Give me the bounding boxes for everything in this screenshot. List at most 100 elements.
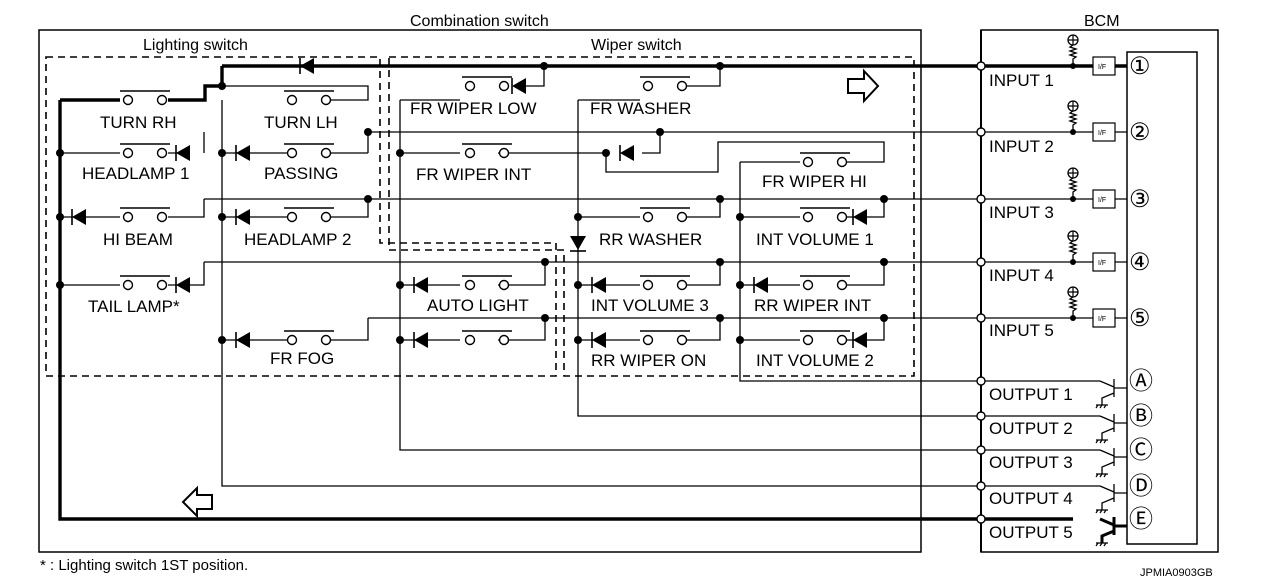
- diode-icon: [619, 145, 634, 161]
- bcm-input-5-label: INPUT 5: [989, 321, 1054, 340]
- switch-contact: [120, 275, 170, 291]
- terminal-5: ⑤: [1129, 305, 1151, 332]
- interface-label-5: I/F: [1098, 316, 1106, 323]
- interface-blocks: [1092, 56, 1116, 328]
- terminal-2: ②: [1129, 119, 1151, 146]
- switch-label-turn-rh: TURN RH: [100, 113, 177, 132]
- bcm-output-4-label: OUTPUT 4: [989, 489, 1073, 508]
- switch-contact: [640, 207, 690, 223]
- footnote: * : Lighting switch 1ST position.: [40, 557, 248, 574]
- switch-label-headlamp-1: HEADLAMP 1: [82, 164, 189, 183]
- pull-up-resistor: [1067, 100, 1079, 132]
- diode-icon: [235, 332, 250, 348]
- switch-contact: [284, 207, 334, 223]
- combination-switch-title: Combination switch: [410, 13, 549, 30]
- ground-icon: [1095, 404, 1108, 409]
- terminal-e: Ⓔ: [1129, 506, 1153, 533]
- switch-label-headlamp-2: HEADLAMP 2: [244, 230, 351, 249]
- output-transistor: [1095, 414, 1127, 444]
- switch-label-fr-fog: FR FOG: [270, 349, 334, 368]
- terminal-3: ③: [1129, 186, 1151, 213]
- switch-contact: [800, 275, 850, 291]
- thin-wires: [60, 66, 1127, 487]
- switch-contact: [462, 76, 512, 92]
- interface-label-1: I/F: [1098, 64, 1106, 71]
- pull-up-resistor: [1067, 286, 1079, 318]
- switch-contact: [120, 143, 170, 159]
- lighting-switch-outline: [45, 56, 557, 377]
- diodes: [71, 58, 867, 348]
- bcm-input-3-label: INPUT 3: [989, 203, 1054, 222]
- switch-label-fr-wiper-hi: FR WIPER HI: [762, 172, 867, 191]
- switch-contact: [284, 143, 334, 159]
- switch-label-hi-beam: HI BEAM: [103, 230, 173, 249]
- wiper-switch-outline: [388, 56, 915, 377]
- terminal-c: Ⓒ: [1129, 437, 1153, 464]
- switch-label-turn-lh: TURN LH: [264, 113, 338, 132]
- diode-icon: [175, 145, 190, 161]
- interface-label-2: I/F: [1098, 130, 1106, 137]
- diode-icon: [235, 145, 250, 161]
- bcm-output-3-label: OUTPUT 3: [989, 453, 1073, 472]
- input1-wire: [168, 64, 1073, 102]
- combination-switch-box: [38, 29, 922, 553]
- switch-label-rr-wiper-int: RR WIPER INT: [754, 296, 871, 315]
- figure-code: JPMIA0903GB: [1140, 567, 1213, 579]
- bcm-input-4-label: INPUT 4: [989, 266, 1054, 285]
- output5-wire: [58, 98, 1073, 521]
- bcm-output-2-label: OUTPUT 2: [989, 419, 1073, 438]
- diode-icon: [175, 277, 190, 293]
- ground-icon: [1095, 542, 1108, 547]
- switch-contact: [462, 330, 512, 346]
- pull-up-resistor: [1067, 230, 1079, 262]
- output-transistor: [1095, 448, 1127, 478]
- terminal-a: Ⓐ: [1129, 368, 1153, 395]
- arrow-right-outline-icon: [847, 68, 880, 104]
- bcm-input-2-label: INPUT 2: [989, 137, 1054, 156]
- switch-label-passing: PASSING: [264, 164, 338, 183]
- switch-label-int-volume-2: INT VOLUME 2: [756, 351, 874, 370]
- bcm-input-1-label: INPUT 1: [989, 71, 1054, 90]
- diode-icon: [299, 58, 314, 74]
- diode-icon: [511, 78, 526, 94]
- switch-label-fr-wiper-int: FR WIPER INT: [416, 165, 531, 184]
- switch-label-int-volume-3: INT VOLUME 3: [591, 296, 709, 315]
- diode-icon: [71, 209, 86, 225]
- diode-icon: [235, 209, 250, 225]
- wiper-switch-title: Wiper switch: [591, 37, 682, 54]
- switch-label-fr-wiper-low: FR WIPER LOW: [410, 99, 537, 118]
- switch-contact: [640, 275, 690, 291]
- output-transistor: [1095, 484, 1127, 514]
- switch-contact: [800, 330, 850, 346]
- bcm-output-5-label: OUTPUT 5: [989, 523, 1073, 542]
- switch-contact: [800, 207, 850, 223]
- diode-icon: [591, 332, 606, 348]
- switch-contact: [462, 275, 512, 291]
- ground-icon: [1095, 509, 1108, 514]
- switch-label-int-volume-1: INT VOLUME 1: [756, 230, 874, 249]
- switch-contact: [800, 152, 850, 168]
- diode-icon: [852, 332, 867, 348]
- switch-contact: [120, 90, 170, 106]
- pull-up-resistors: [1067, 34, 1079, 318]
- switch-label-rr-wiper-on: RR WIPER ON: [591, 351, 706, 370]
- diode-icon: [591, 277, 606, 293]
- switch-label-rr-washer: RR WASHER: [599, 230, 702, 249]
- switch-label-tail-lamp: TAIL LAMP*: [88, 297, 180, 316]
- switch-label-fr-washer: FR WASHER: [590, 99, 691, 118]
- terminal-b: Ⓑ: [1129, 403, 1153, 430]
- lighting-switch-title: Lighting switch: [143, 37, 248, 54]
- pull-up-resistor: [1067, 167, 1079, 199]
- output-transistor: [1095, 379, 1127, 409]
- pull-up-resistor: [1067, 34, 1079, 66]
- ground-icon: [1095, 473, 1108, 478]
- terminal-4: ④: [1129, 249, 1151, 276]
- switch-contact: [284, 330, 334, 346]
- diode-icon: [753, 277, 768, 293]
- output-transistor: [1095, 517, 1127, 547]
- switch-contact: [462, 143, 512, 159]
- diode-icon: [852, 209, 867, 225]
- terminal-d: Ⓓ: [1129, 473, 1153, 500]
- ground-icon: [1095, 439, 1108, 444]
